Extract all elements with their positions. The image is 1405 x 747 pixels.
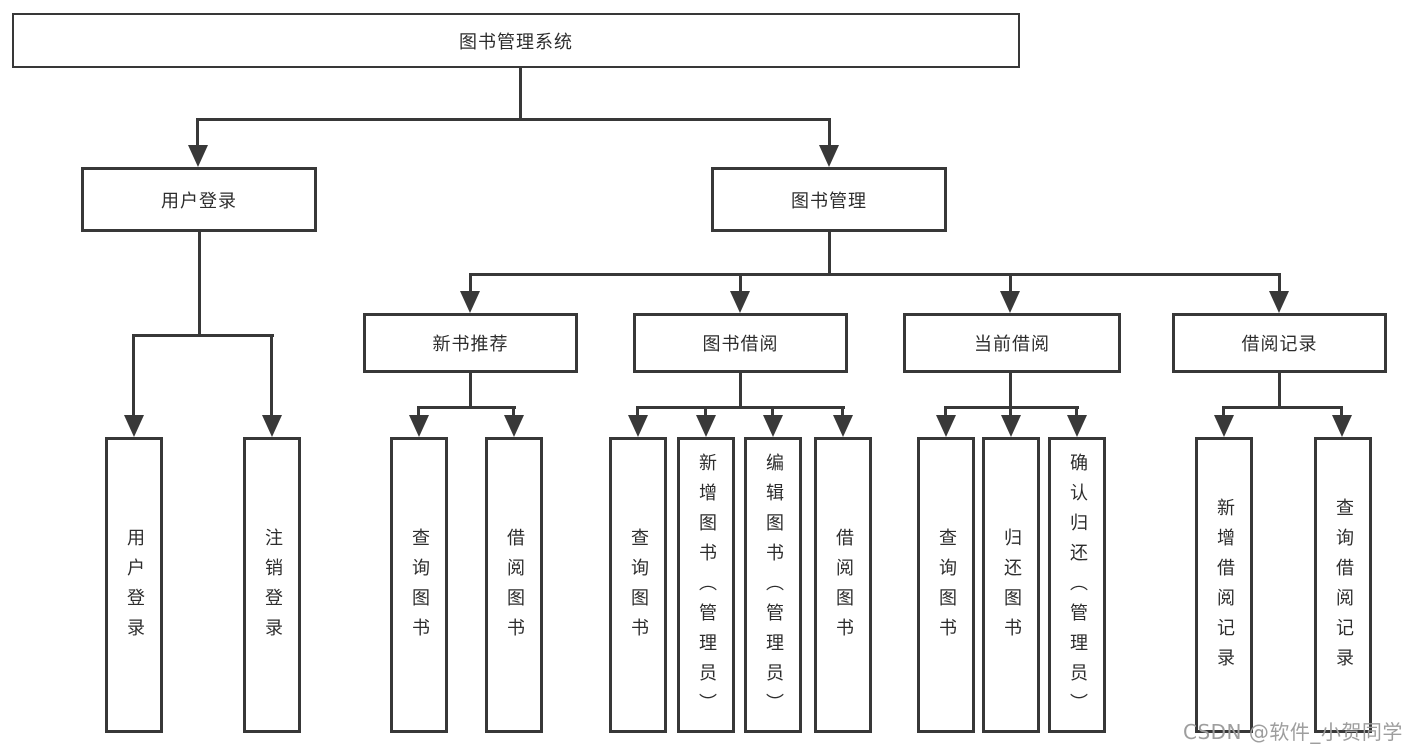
leaf-borrow-books-1: 借阅图书	[485, 437, 543, 733]
arrow-down-icon	[409, 415, 429, 437]
connector-root-bar	[196, 118, 831, 121]
connector-user-bar	[132, 334, 274, 337]
connector-l3b-stem	[739, 371, 742, 408]
node-borrow-records: 借阅记录	[1172, 313, 1387, 373]
leaf-edit-book-admin: 编辑图书（管理员）	[744, 437, 802, 733]
connector-l3a-stem	[469, 371, 472, 408]
node-root: 图书管理系统	[12, 13, 1020, 68]
connector-l3d-drop-1	[1222, 406, 1225, 418]
connector-l3c-stem	[1009, 371, 1012, 408]
connector-l3d-stem	[1278, 371, 1281, 408]
node-book-mgmt: 图书管理	[711, 167, 947, 232]
leaf-user-login: 用户登录	[105, 437, 163, 733]
leaf-query-books-1: 查询图书	[390, 437, 448, 733]
connector-bookmgmt-drop-4	[1278, 273, 1281, 293]
connector-bookmgmt-drop-2	[739, 273, 742, 293]
arrow-down-icon	[1214, 415, 1234, 437]
connector-bookmgmt-drop-1	[469, 273, 472, 293]
node-book-borrow: 图书借阅	[633, 313, 848, 373]
connector-l3b-drop-4	[841, 406, 844, 418]
arrow-down-icon	[1000, 291, 1020, 313]
connector-l3c-drop-1	[944, 406, 947, 418]
arrow-down-icon	[124, 415, 144, 437]
connector-user-drop-2	[270, 334, 273, 418]
connector-user-stem	[198, 230, 201, 336]
connector-root-drop-right	[828, 118, 831, 148]
connector-root-stem	[519, 66, 522, 120]
leaf-add-book-admin: 新增图书（管理员）	[677, 437, 735, 733]
connector-bookmgmt-stem	[828, 230, 831, 275]
node-current-borrow: 当前借阅	[903, 313, 1121, 373]
connector-user-drop-1	[132, 334, 135, 418]
arrow-down-icon	[833, 415, 853, 437]
connector-l3a-bar	[417, 406, 516, 409]
connector-root-drop-left	[196, 118, 199, 148]
leaf-query-books-3: 查询图书	[917, 437, 975, 733]
leaf-add-borrow-record: 新增借阅记录	[1195, 437, 1253, 733]
connector-l3b-drop-2	[704, 406, 707, 418]
connector-l3d-bar	[1223, 406, 1343, 409]
leaf-query-borrow-record: 查询借阅记录	[1314, 437, 1372, 733]
arrow-down-icon	[696, 415, 716, 437]
arrow-down-icon	[1067, 415, 1087, 437]
connector-bookmgmt-drop-3	[1009, 273, 1012, 293]
arrow-down-icon	[262, 415, 282, 437]
leaf-borrow-books-2: 借阅图书	[814, 437, 872, 733]
arrow-down-icon	[504, 415, 524, 437]
arrow-down-icon	[188, 145, 208, 167]
leaf-logout: 注销登录	[243, 437, 301, 733]
arrow-down-icon	[819, 145, 839, 167]
connector-l3a-drop-2	[512, 406, 515, 418]
arrow-down-icon	[1001, 415, 1021, 437]
arrow-down-icon	[730, 291, 750, 313]
connector-bookmgmt-bar	[469, 273, 1281, 276]
leaf-query-books-2: 查询图书	[609, 437, 667, 733]
node-user-login: 用户登录	[81, 167, 317, 232]
connector-l3a-drop-1	[417, 406, 420, 418]
connector-l3c-drop-3	[1075, 406, 1078, 418]
arrow-down-icon	[628, 415, 648, 437]
connector-l3b-drop-3	[771, 406, 774, 418]
arrow-down-icon	[936, 415, 956, 437]
node-new-book-recommend: 新书推荐	[363, 313, 578, 373]
watermark-text: CSDN @软件_小贺同学	[1183, 720, 1403, 744]
arrow-down-icon	[1332, 415, 1352, 437]
connector-l3b-bar	[636, 406, 845, 409]
leaf-return-book: 归还图书	[982, 437, 1040, 733]
arrow-down-icon	[460, 291, 480, 313]
leaf-confirm-return-admin: 确认归还（管理员）	[1048, 437, 1106, 733]
arrow-down-icon	[763, 415, 783, 437]
connector-l3b-drop-1	[636, 406, 639, 418]
connector-l3c-drop-2	[1009, 406, 1012, 418]
arrow-down-icon	[1269, 291, 1289, 313]
connector-l3d-drop-2	[1340, 406, 1343, 418]
